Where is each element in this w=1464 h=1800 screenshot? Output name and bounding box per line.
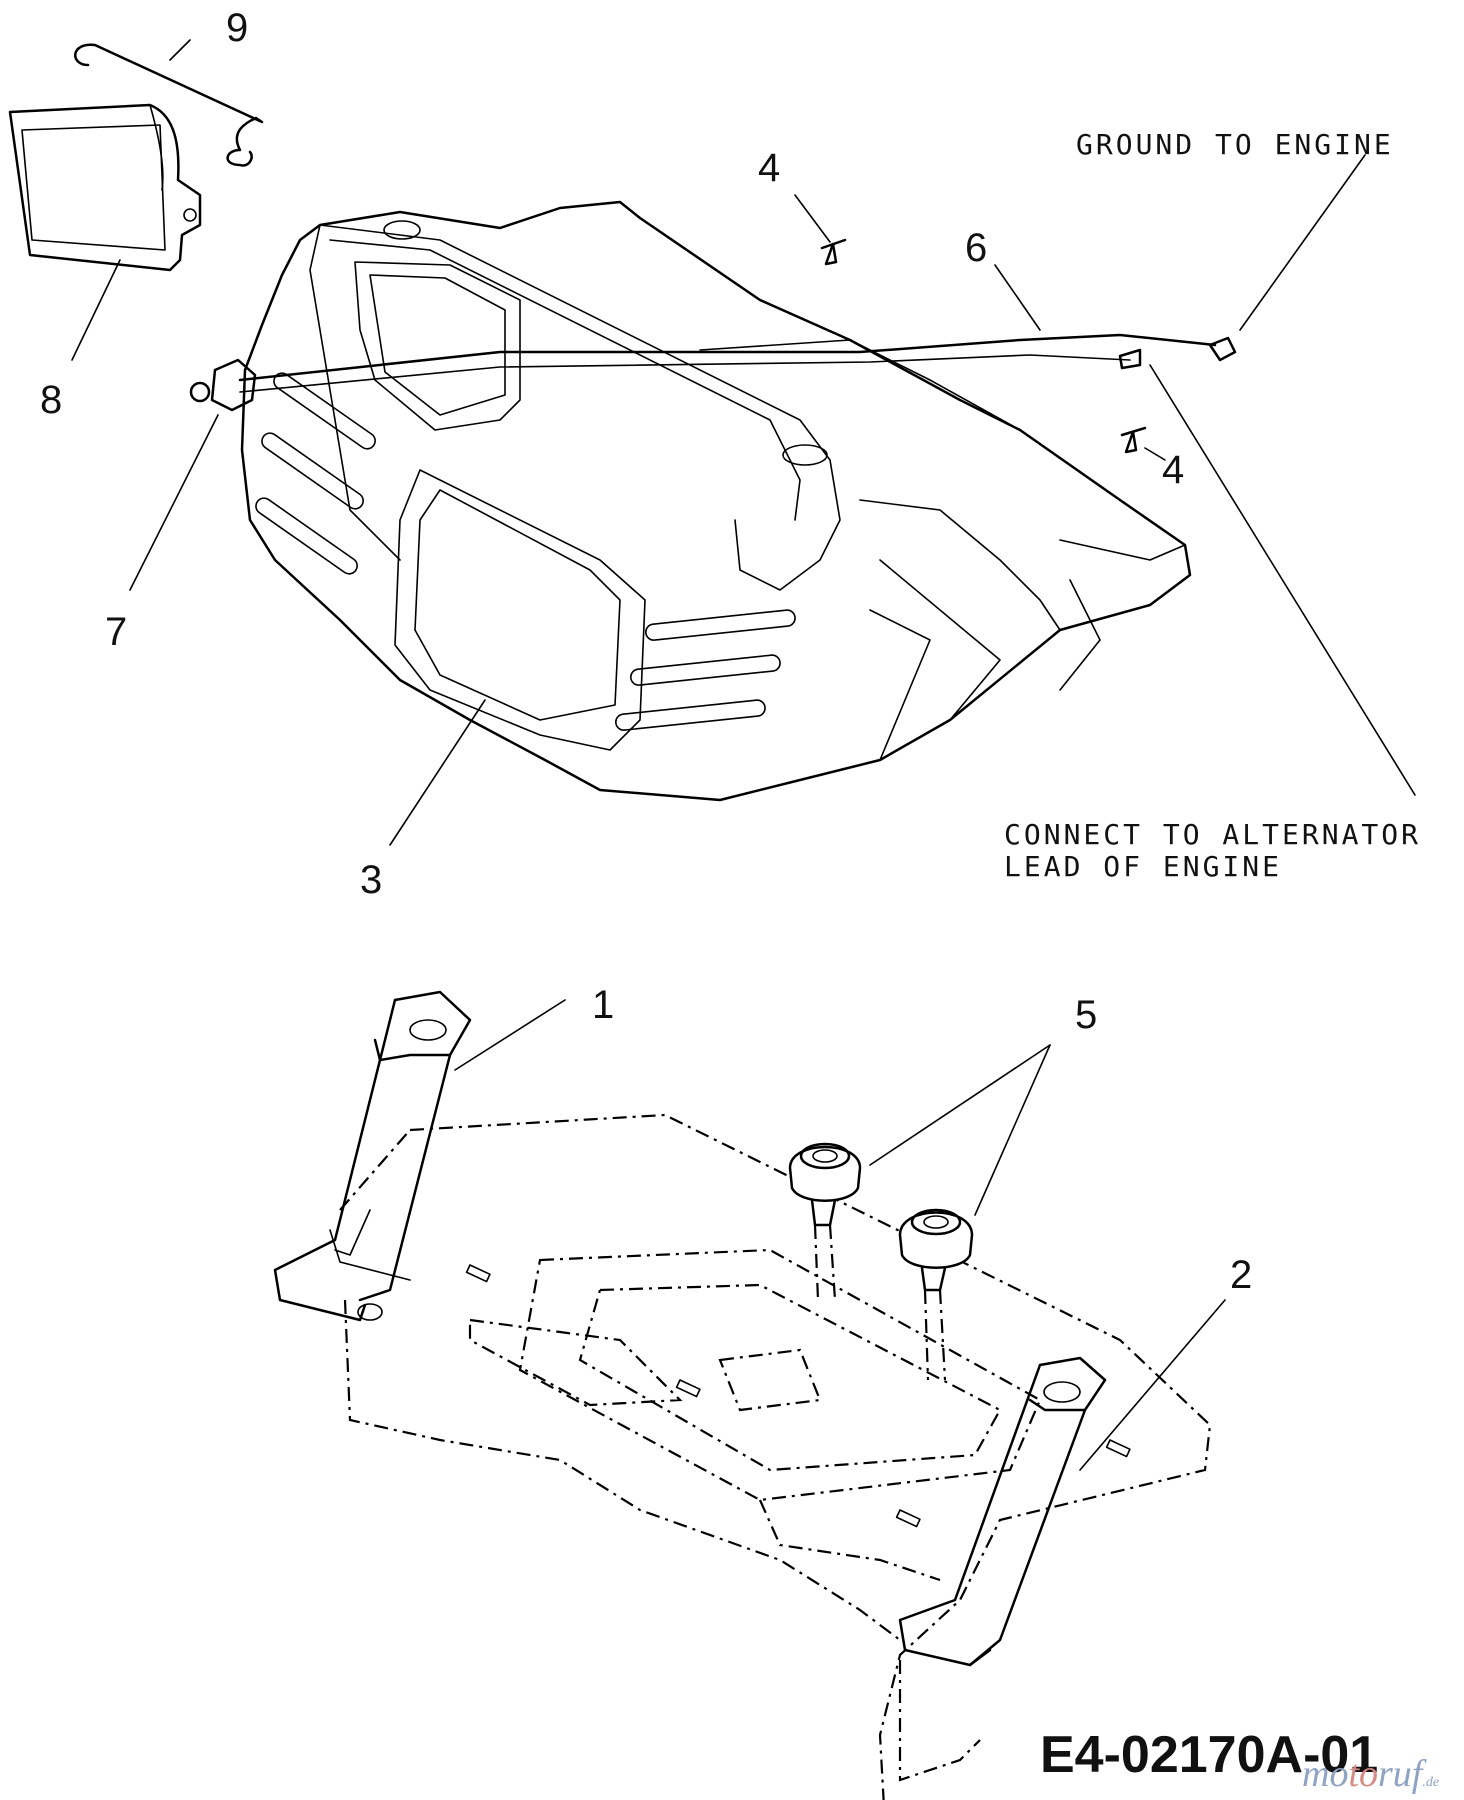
screw-part	[820, 238, 1147, 454]
watermark-part1: mo	[1302, 1753, 1349, 1795]
callout-3: 3	[360, 858, 383, 902]
callout-8: 8	[40, 378, 63, 422]
seat-frame-part	[273, 990, 1212, 1800]
watermark: motoruf.de	[1302, 1752, 1439, 1796]
callout-6: 6	[965, 226, 988, 270]
alternator-note-line2: LEAD OF ENGINE	[1004, 850, 1283, 883]
drawing-code: E4-02170A-01	[1040, 1726, 1379, 1784]
callout-4-right: 4	[1162, 448, 1185, 492]
watermark-suffix: .de	[1422, 1775, 1440, 1790]
leader-lines-bottom	[454, 999, 1226, 1471]
headlight-lens-part	[8, 103, 202, 272]
callout-1: 1	[592, 983, 615, 1027]
callout-2: 2	[1230, 1253, 1253, 1297]
watermark-part2: to	[1348, 1753, 1379, 1795]
wire-clip-part	[74, 43, 264, 167]
bumper-part	[788, 1142, 974, 1381]
callout-5: 5	[1075, 993, 1098, 1037]
alternator-note-line1: CONNECT TO ALTERNATOR	[1004, 818, 1422, 851]
leader-lines-top	[71, 39, 1416, 846]
ground-note: GROUND TO ENGINE	[1076, 128, 1394, 161]
watermark-part3: ruf	[1378, 1753, 1423, 1795]
callout-7: 7	[105, 610, 128, 654]
wire-harness-part	[189, 333, 1237, 412]
hood-part	[240, 200, 1192, 802]
callout-9: 9	[226, 6, 249, 50]
callout-4-top: 4	[758, 146, 781, 190]
